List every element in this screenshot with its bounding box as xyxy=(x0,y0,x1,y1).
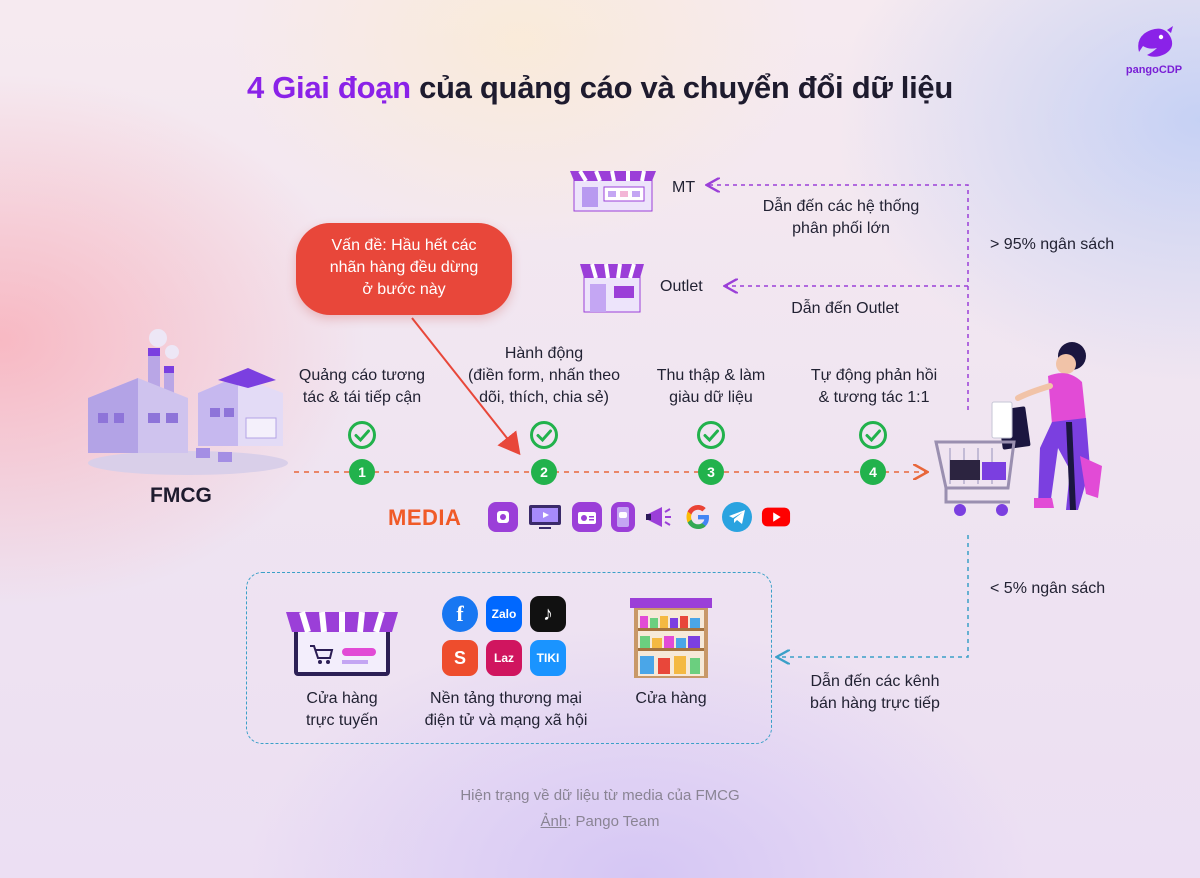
fmcg-label: FMCG xyxy=(150,484,212,507)
stage-4-line-1: Tự động phản hồi xyxy=(810,367,938,384)
stage-3-check-icon xyxy=(697,421,725,449)
outlet-label: Outlet xyxy=(660,278,703,295)
tv-icon xyxy=(527,502,563,532)
stage-3-number: 3 xyxy=(698,459,724,485)
logo-text: pangoCDP xyxy=(1125,64,1183,76)
stage-2-line-2: (điền form, nhấn theo xyxy=(467,367,621,384)
callout-line-1: Vấn đề: Hầu hết các xyxy=(331,237,477,254)
shopee-icon: S xyxy=(442,640,478,676)
channel-1-line-2: trực tuyến xyxy=(305,712,379,729)
stage-2-check-icon xyxy=(530,421,558,449)
online-store-icon xyxy=(286,611,398,676)
media-icons xyxy=(488,502,791,532)
direct-channels-box xyxy=(246,572,772,744)
stage-2-line-3: dõi, thích, chia sẻ) xyxy=(479,389,609,406)
caption-line-1: Hiện trạng về dữ liệu từ media của FMCG xyxy=(460,787,740,804)
tiktok-icon: ♪ xyxy=(530,596,566,632)
stage-3-label: Thu thập & làm giàu dữ liệu xyxy=(636,365,786,409)
stage-2-line-1: Hành động xyxy=(504,345,584,362)
mt-desc-line-2: phân phối lớn xyxy=(792,220,890,237)
caption-credit-prefix: Ảnh xyxy=(540,813,568,830)
zalo-icon: Zalo xyxy=(486,596,522,632)
stage-3-line-1: Thu thập & làm xyxy=(656,367,766,384)
problem-callout: Vấn đề: Hầu hết các nhãn hàng đều dừng ở… xyxy=(296,223,512,315)
outlet-store-icon xyxy=(580,263,644,313)
stage-4-label: Tự động phản hồi & tương tác 1:1 xyxy=(792,365,956,409)
channel-3-label: Cửa hàng xyxy=(635,690,707,707)
sms-icon xyxy=(611,502,635,532)
callout-line-3: ở bước này xyxy=(362,281,446,298)
caption-credit: Ảnh: Pango Team xyxy=(0,813,1200,830)
channel-2-line-1: Nền tảng thương mại xyxy=(430,690,582,707)
stage-1-label: Quảng cáo tương tác & tái tiếp cận xyxy=(272,365,452,409)
channel-1-line-1: Cửa hàng xyxy=(306,690,378,707)
stage-1-number: 1 xyxy=(349,459,375,485)
google-icon xyxy=(683,502,713,532)
lazada-icon: Laz xyxy=(486,640,522,676)
direct-sales-description: Dẫn đến các kênh bán hàng trực tiếp xyxy=(790,671,960,715)
facebook-icon: f xyxy=(442,596,478,632)
direct-desc-line-2: bán hàng trực tiếp xyxy=(810,695,940,712)
pango-logo-icon xyxy=(1138,26,1173,57)
stage-1-line-2: tác & tái tiếp cận xyxy=(302,389,422,406)
caption-credit-rest: : Pango Team xyxy=(567,813,660,830)
youtube-icon xyxy=(761,502,791,532)
callout-line-2: nhãn hàng đều dừng xyxy=(329,259,479,276)
shopper-cart-icon xyxy=(934,342,1102,516)
stage-1-check-icon xyxy=(348,421,376,449)
mt-description: Dẫn đến các hệ thống phân phối lớn xyxy=(748,196,934,240)
stage-4-check-icon xyxy=(859,421,887,449)
title-highlight: 4 Giai đoạn xyxy=(246,70,411,105)
brand-logo: pangoCDP xyxy=(1118,22,1190,76)
stage-4-line-2: & tương tác 1:1 xyxy=(818,389,930,406)
direct-desc-line-1: Dẫn đến các kênh xyxy=(810,673,940,690)
channel-2-label: Nền tảng thương mại điện tử và mạng xã h… xyxy=(406,688,606,732)
podcast-icon xyxy=(488,502,518,532)
ecommerce-apps: f Zalo ♪ S Laz TIKI xyxy=(442,596,566,676)
stage-2-label: Hành động (điền form, nhấn theo dõi, thí… xyxy=(444,343,644,409)
top-budget-label: > 95% ngân sách xyxy=(990,236,1115,253)
tiki-icon: TIKI xyxy=(530,640,566,676)
mt-desc-line-1: Dẫn đến các hệ thống xyxy=(762,198,920,215)
megaphone-icon xyxy=(644,502,674,532)
factory-icon xyxy=(88,329,288,475)
mt-label: MT xyxy=(672,179,696,196)
stage-4-number: 4 xyxy=(860,459,886,485)
page-title: 4 Giai đoạn của quảng cáo và chuyển đổi … xyxy=(0,70,1200,106)
channel-2-line-2: điện tử và mạng xã hội xyxy=(424,712,588,729)
media-label: MEDIA xyxy=(388,505,462,530)
stage-3-line-2: giàu dữ liệu xyxy=(669,389,753,406)
stage-1-line-1: Quảng cáo tương xyxy=(298,367,426,384)
bottom-budget-label: < 5% ngân sách xyxy=(990,580,1106,597)
telegram-icon xyxy=(722,502,752,532)
radio-icon xyxy=(572,502,602,532)
store-shelf-icon xyxy=(630,598,712,678)
channel-1-label: Cửa hàng trực tuyến xyxy=(282,688,402,732)
stage-2-number: 2 xyxy=(531,459,557,485)
title-rest: của quảng cáo và chuyển đổi dữ liệu xyxy=(410,70,953,105)
outlet-description: Dẫn đến Outlet xyxy=(791,300,899,317)
mt-store-icon xyxy=(570,169,656,212)
